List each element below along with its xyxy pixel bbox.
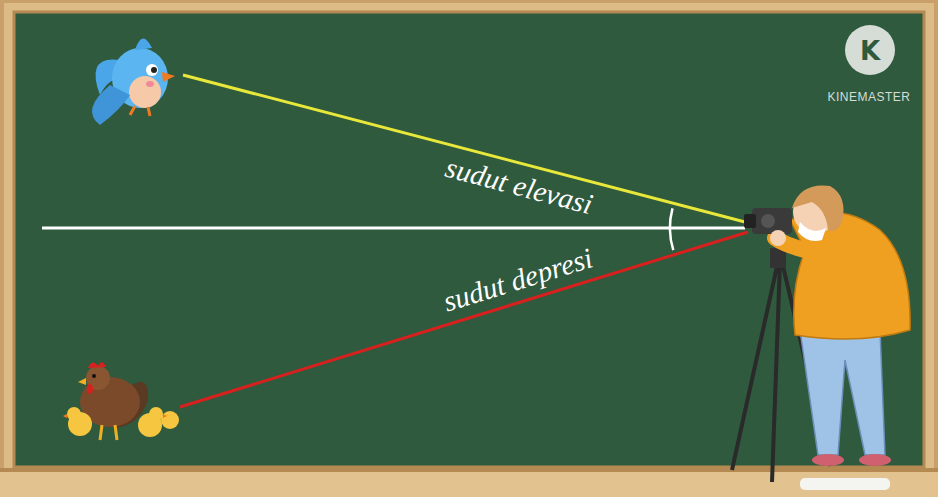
- depression-line: [180, 232, 748, 407]
- logo-letter: K: [860, 38, 880, 64]
- horizontal-line: [42, 227, 745, 230]
- chalk-tray: [0, 468, 938, 497]
- photographer: [732, 185, 910, 482]
- tray-edge: [0, 468, 938, 472]
- bird: [92, 38, 175, 125]
- elevation-line: [183, 75, 745, 222]
- eraser: [800, 478, 890, 490]
- frame-inner: [4, 3, 934, 473]
- board: [14, 12, 924, 467]
- watermark: KINEMASTER: [827, 91, 910, 103]
- angle-arc: [670, 208, 673, 250]
- hen-with-chicks: [63, 362, 179, 440]
- logo-circle: [845, 25, 895, 75]
